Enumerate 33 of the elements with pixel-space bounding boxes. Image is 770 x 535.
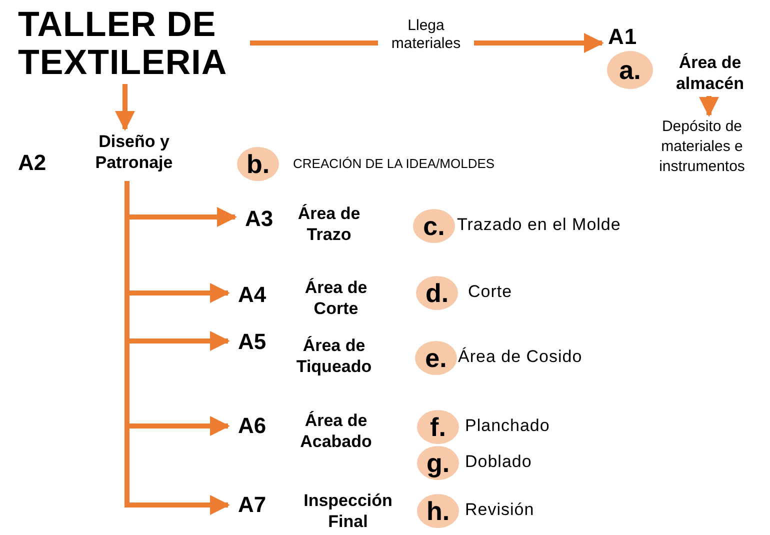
area-code: A1: [608, 24, 644, 50]
letter-circle: c.: [413, 209, 455, 243]
storage-note: Depósito de materiales e instrumentos: [638, 117, 766, 177]
area-code: A4: [238, 283, 266, 307]
letter-circle: h.: [417, 494, 459, 528]
area-name: Área de Corte: [304, 277, 368, 319]
area-code: A2: [18, 151, 46, 175]
step-description: Corte: [468, 282, 512, 302]
letter-circle: g.: [417, 446, 459, 480]
area-code: A7: [238, 493, 266, 517]
step-description: Área de Cosido: [458, 347, 582, 367]
area-code: A6: [238, 414, 266, 438]
title-heading: TALLER DE TEXTILERIA: [18, 6, 238, 82]
area-name: Área de almacén: [660, 52, 760, 94]
area-code: A5: [238, 330, 266, 354]
arrow: [115, 84, 135, 131]
step-description: Planchado: [465, 416, 550, 436]
step-description: Trazado en el Molde: [457, 215, 621, 235]
letter-circle: e.: [415, 341, 457, 375]
step-description: Revisión: [465, 500, 534, 520]
letter-circle: f.: [417, 410, 459, 444]
area-name: Inspección Final: [302, 490, 394, 532]
letter-circle: d.: [416, 276, 458, 310]
letter-circle: a.: [607, 51, 653, 89]
area-name: Diseño y Patronaje: [94, 131, 174, 173]
area-name: Área de Tiqueado: [295, 335, 373, 377]
arrow: [699, 96, 719, 117]
area-code: A3: [245, 207, 274, 231]
area-name: Área de Acabado: [299, 410, 373, 452]
letter-circle: b.: [237, 147, 279, 181]
step-description: Doblado: [465, 452, 532, 472]
step-description: CREACIÓN DE LA IDEA/MOLDES: [293, 156, 495, 171]
area-name: Área de Trazo: [296, 203, 362, 245]
